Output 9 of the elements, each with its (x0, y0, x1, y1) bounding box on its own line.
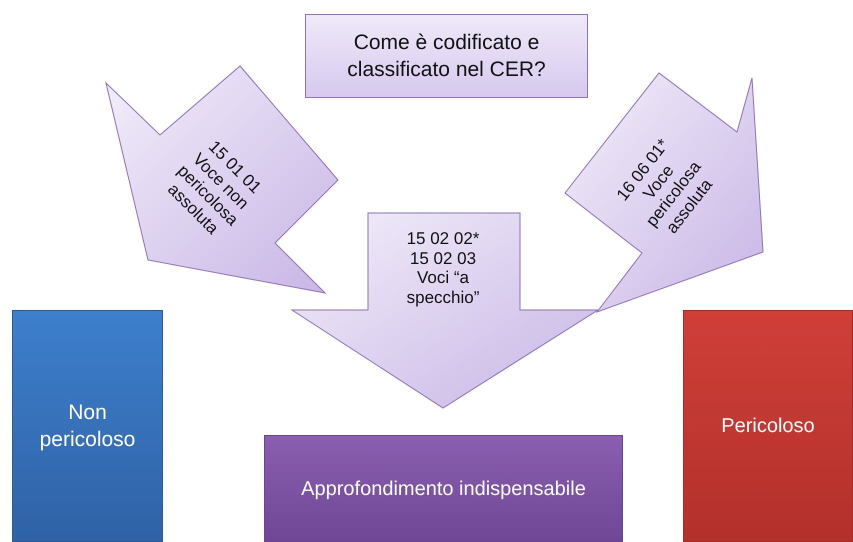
box-label: Come è codificato e classificato nel CER? (346, 30, 547, 83)
category-box (264, 435, 623, 542)
box-label: Pericoloso (721, 414, 815, 439)
category-box (12, 310, 163, 542)
arrow-label: 15 02 02* 15 02 03 Voci “a specchio” (406, 228, 480, 308)
box-label: Non pericoloso (38, 400, 136, 453)
category-box (683, 310, 853, 542)
box-label: Approfondimento indispensabile (301, 476, 586, 502)
category-box (305, 14, 588, 98)
